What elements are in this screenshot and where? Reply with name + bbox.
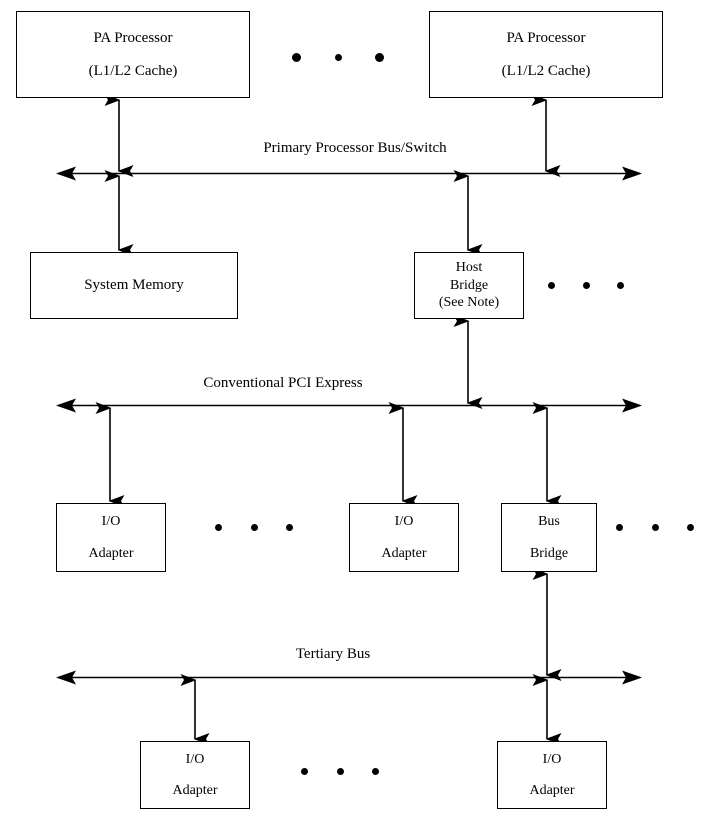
ellipsis-host-bridges (548, 281, 624, 290)
node-host-bridge-line2: Bridge (449, 277, 489, 293)
tertiary-bus-label: Tertiary Bus (295, 646, 371, 662)
node-system-memory-label: System Memory (84, 277, 184, 294)
ellipsis-dot (301, 767, 308, 775)
node-pa-processor-right-line1: PA Processor (506, 30, 586, 46)
ellipsis-bus-bridges (616, 523, 694, 531)
ellipsis-dot (548, 282, 555, 289)
ellipsis-dot (651, 523, 659, 531)
node-io-adapter-pci-right-line2: Adapter (381, 545, 427, 561)
node-system-memory[interactable]: System Memory (30, 252, 238, 319)
node-pa-processor-left-line1: PA Processor (93, 30, 173, 46)
ellipsis-dot (286, 523, 293, 531)
ellipsis-dot (616, 523, 623, 531)
node-host-bridge-line1: Host (455, 259, 483, 275)
node-pa-processor-left[interactable]: PA Processor (L1/L2 Cache) (16, 11, 250, 98)
ellipsis-dot (687, 523, 694, 531)
node-pa-processor-left-line2: (L1/L2 Cache) (88, 62, 178, 79)
pci-express-bus-label: Conventional PCI Express (203, 375, 363, 391)
node-io-adapter-pci-left-line1: I/O (101, 514, 121, 530)
ellipsis-pci-adapters (215, 523, 293, 531)
ellipsis-dot (617, 282, 624, 289)
node-io-adapter-pci-right-line1: I/O (394, 514, 414, 530)
node-bus-bridge-line2: Bridge (529, 545, 569, 561)
ellipsis-dot (336, 767, 344, 775)
ellipsis-dot (250, 523, 258, 531)
node-io-adapter-pci-left[interactable]: I/O Adapter (56, 503, 166, 572)
node-io-adapter-tertiary-left-line1: I/O (185, 751, 205, 767)
node-io-adapter-pci-left-line2: Adapter (88, 545, 134, 561)
node-pa-processor-right-line2: (L1/L2 Cache) (501, 62, 591, 79)
ellipsis-dot (582, 282, 590, 289)
ellipsis-dot (292, 53, 301, 62)
ellipsis-processors (292, 52, 384, 63)
ellipsis-dot (375, 53, 384, 62)
node-io-adapter-tertiary-left-line2: Adapter (172, 783, 218, 798)
ellipsis-tertiary-adapters (301, 767, 379, 775)
node-pa-processor-right[interactable]: PA Processor (L1/L2 Cache) (429, 11, 663, 98)
primary-bus-label: Primary Processor Bus/Switch (263, 140, 447, 156)
node-bus-bridge-line1: Bus (538, 514, 560, 530)
ellipsis-dot (215, 523, 222, 531)
node-host-bridge[interactable]: Host Bridge (See Note) (414, 252, 524, 319)
ellipsis-dot (334, 54, 342, 61)
node-bus-bridge[interactable]: Bus Bridge (501, 503, 597, 572)
node-host-bridge-line3: (See Note) (438, 295, 500, 311)
node-io-adapter-tertiary-right-line1: I/O (542, 751, 562, 767)
node-io-adapter-pci-right[interactable]: I/O Adapter (349, 503, 459, 572)
node-io-adapter-tertiary-right[interactable]: I/O Adapter (497, 741, 607, 809)
ellipsis-dot (372, 767, 379, 775)
node-io-adapter-tertiary-left[interactable]: I/O Adapter (140, 741, 250, 809)
node-io-adapter-tertiary-right-line2: Adapter (529, 783, 575, 798)
